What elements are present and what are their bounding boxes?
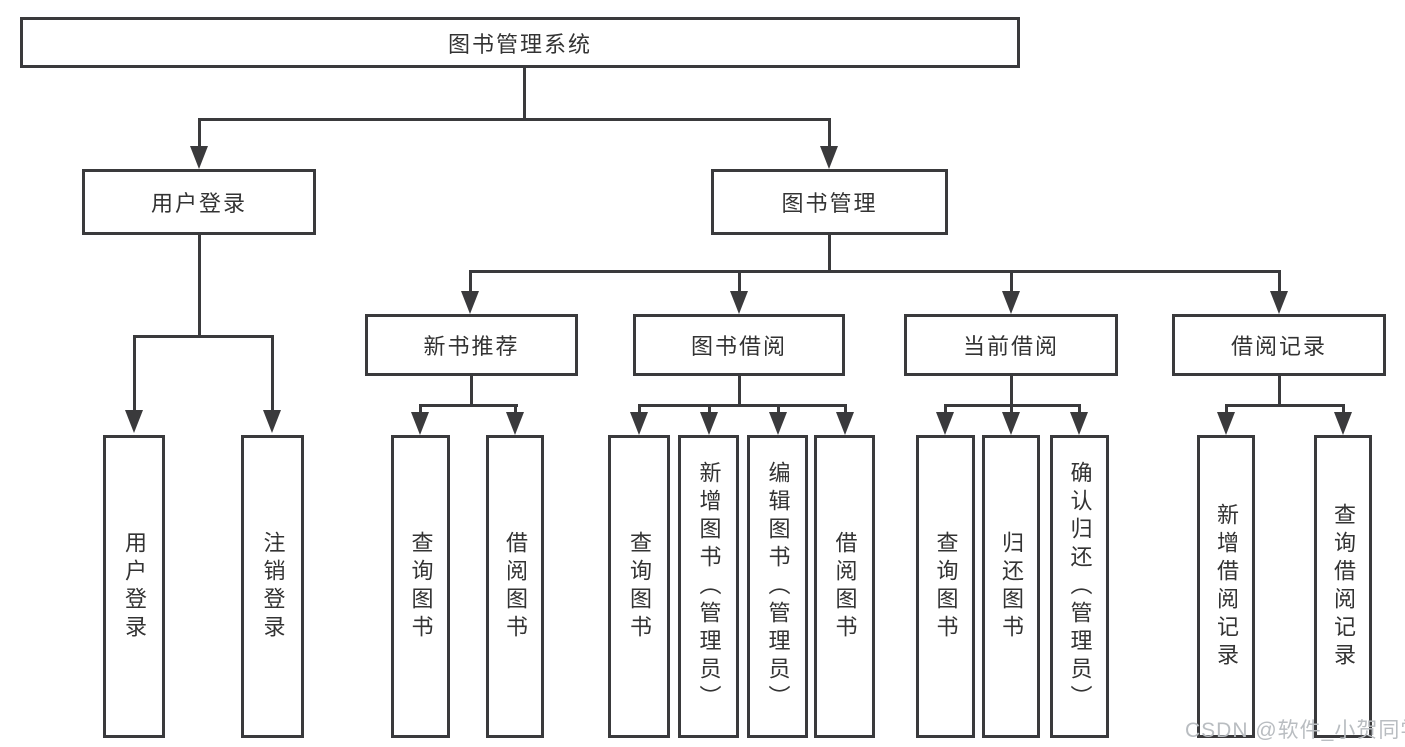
leaf-user-login: 用户登录 bbox=[103, 435, 165, 738]
line-segment bbox=[418, 404, 518, 407]
leaf-borrow-books-2: 借阅图书 bbox=[814, 435, 875, 738]
leaf-search-borrow-record: 查询借阅记录 bbox=[1314, 435, 1372, 738]
node-label: 图书管理 bbox=[781, 191, 878, 216]
line-segment bbox=[1341, 404, 1345, 413]
line-segment bbox=[197, 235, 201, 338]
line-segment bbox=[1077, 404, 1081, 413]
node-library-management-system: 图书管理系统 bbox=[20, 17, 1020, 68]
node-label: 当前借阅 bbox=[962, 334, 1059, 359]
node-label: 新增借阅记录 bbox=[1214, 502, 1239, 671]
node-label: 归还图书 bbox=[999, 530, 1024, 643]
arrowhead-icon bbox=[1002, 412, 1020, 435]
line-segment bbox=[737, 270, 741, 292]
line-segment bbox=[132, 335, 274, 338]
arrowhead-icon bbox=[1270, 291, 1288, 314]
line-segment bbox=[827, 118, 831, 147]
node-label: 图书管理系统 bbox=[447, 31, 592, 57]
node-label: 用户登录 bbox=[150, 191, 247, 216]
node-user-login: 用户登录 bbox=[82, 169, 316, 235]
node-book-borrowing: 图书借阅 bbox=[633, 314, 845, 376]
arrowhead-icon bbox=[461, 291, 479, 314]
arrowhead-icon bbox=[190, 146, 208, 169]
line-segment bbox=[707, 404, 711, 413]
node-label: 用户登录 bbox=[122, 530, 147, 643]
line-segment bbox=[1224, 404, 1345, 407]
node-label: 借阅图书 bbox=[503, 530, 528, 643]
line-segment bbox=[513, 404, 517, 413]
node-label: 查询图书 bbox=[408, 530, 434, 643]
line-segment bbox=[132, 335, 136, 411]
node-label: 图书借阅 bbox=[690, 334, 787, 359]
node-current-borrowing: 当前借阅 bbox=[904, 314, 1118, 376]
line-segment bbox=[270, 335, 274, 411]
line-segment bbox=[637, 404, 847, 407]
arrowhead-icon bbox=[263, 410, 281, 433]
line-segment bbox=[737, 376, 741, 407]
line-segment bbox=[1009, 404, 1013, 413]
leaf-search-books-1: 查询图书 bbox=[391, 435, 450, 738]
leaf-search-books-2: 查询图书 bbox=[608, 435, 670, 738]
line-segment bbox=[1277, 376, 1281, 407]
arrowhead-icon bbox=[630, 412, 648, 435]
arrowhead-icon bbox=[836, 412, 854, 435]
watermark-text: CSDN @软件_小贺同学 bbox=[1185, 719, 1405, 742]
line-segment bbox=[843, 404, 847, 413]
node-new-book-recommendation: 新书推荐 bbox=[365, 314, 578, 376]
arrowhead-icon bbox=[820, 146, 838, 169]
arrowhead-icon bbox=[1070, 412, 1088, 435]
node-label: 查询图书 bbox=[933, 530, 959, 643]
leaf-logout: 注销登录 bbox=[241, 435, 304, 738]
line-segment bbox=[468, 270, 1281, 273]
node-label: 查询图书 bbox=[627, 530, 652, 643]
leaf-return-books: 归还图书 bbox=[982, 435, 1040, 738]
arrowhead-icon bbox=[1334, 412, 1352, 435]
arrowhead-icon bbox=[936, 412, 954, 435]
node-label: 借阅记录 bbox=[1230, 334, 1327, 359]
node-label: 新增图书（管理员） bbox=[696, 460, 722, 713]
leaf-confirm-return-admin: 确认归还（管理员） bbox=[1050, 435, 1109, 738]
arrowhead-icon bbox=[769, 412, 787, 435]
node-label: 新书推荐 bbox=[423, 334, 520, 359]
arrowhead-icon bbox=[506, 412, 524, 435]
arrowhead-icon bbox=[125, 410, 143, 433]
node-label: 查询借阅记录 bbox=[1331, 502, 1356, 671]
line-segment bbox=[943, 404, 947, 413]
node-label: 编辑图书（管理员） bbox=[765, 460, 791, 713]
arrowhead-icon bbox=[411, 412, 429, 435]
node-borrowing-records: 借阅记录 bbox=[1172, 314, 1386, 376]
line-segment bbox=[1277, 270, 1281, 292]
node-book-management: 图书管理 bbox=[711, 169, 948, 235]
arrowhead-icon bbox=[730, 291, 748, 314]
line-segment bbox=[1224, 404, 1228, 413]
node-label: 注销登录 bbox=[260, 530, 286, 643]
line-segment bbox=[522, 68, 526, 121]
node-label: 确认归还（管理员） bbox=[1067, 460, 1093, 713]
line-segment bbox=[197, 118, 201, 147]
line-segment bbox=[468, 270, 472, 292]
leaf-search-books-3: 查询图书 bbox=[916, 435, 975, 738]
leaf-add-borrow-record: 新增借阅记录 bbox=[1197, 435, 1255, 738]
arrowhead-icon bbox=[1002, 291, 1020, 314]
arrowhead-icon bbox=[1217, 412, 1235, 435]
line-segment bbox=[827, 235, 831, 273]
arrowhead-icon bbox=[700, 412, 718, 435]
line-segment bbox=[776, 404, 780, 413]
line-segment bbox=[418, 404, 422, 413]
leaf-edit-books-admin: 编辑图书（管理员） bbox=[747, 435, 808, 738]
line-segment bbox=[469, 376, 473, 407]
line-segment bbox=[197, 118, 831, 121]
leaf-add-books-admin: 新增图书（管理员） bbox=[678, 435, 739, 738]
node-label: 借阅图书 bbox=[832, 530, 858, 643]
line-segment bbox=[1009, 270, 1013, 292]
line-segment bbox=[637, 404, 641, 413]
leaf-borrow-books-1: 借阅图书 bbox=[486, 435, 544, 738]
line-segment bbox=[1009, 376, 1013, 407]
